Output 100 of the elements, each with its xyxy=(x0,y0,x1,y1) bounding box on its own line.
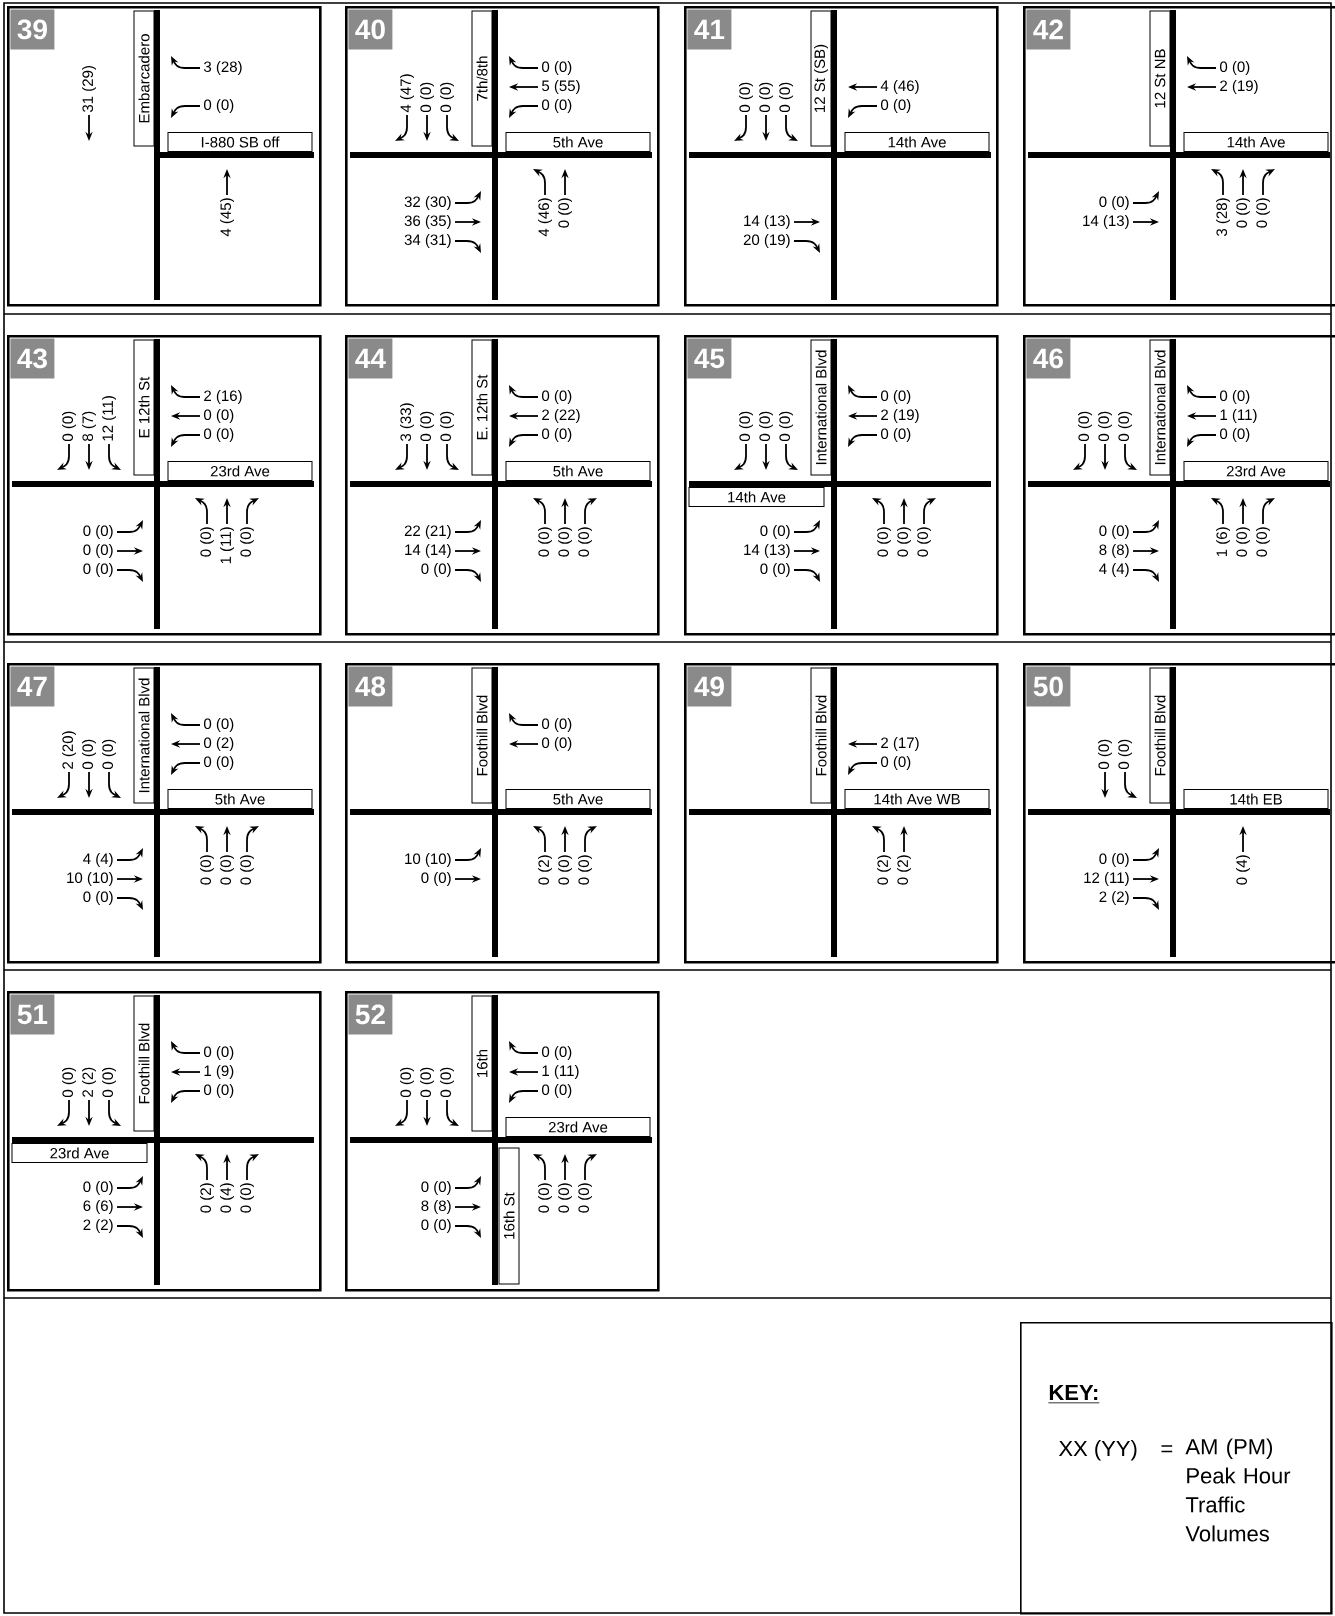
volume-label: 6 (6) xyxy=(83,1200,113,1214)
volume-label: 0 (0) xyxy=(760,525,790,539)
volume-label: 0 (0) xyxy=(1078,411,1092,441)
volume-label: 0 (0) xyxy=(542,61,572,75)
volume-label: 0 (0) xyxy=(420,82,434,112)
volume-label: 3 (28) xyxy=(1216,198,1230,237)
street-name-box: 14th Ave xyxy=(844,132,990,152)
volume-label: 12 (11) xyxy=(102,396,116,441)
volume-label: 0 (0) xyxy=(204,756,234,770)
volume-label: 0 (0) xyxy=(400,1067,414,1097)
volume-label: 0 (0) xyxy=(440,82,454,112)
volume-label: 0 (0) xyxy=(881,756,911,770)
volume-label: 2 (22) xyxy=(542,409,580,423)
number-badge: 39 xyxy=(10,9,55,50)
volume-label: 0 (0) xyxy=(82,739,96,769)
number-badge: 47 xyxy=(10,666,55,707)
volume-label: 4 (4) xyxy=(1099,563,1129,577)
street-name-box: Foothill Blvd xyxy=(810,667,832,804)
volume-label: 0 (0) xyxy=(62,1067,76,1097)
volume-label: 0 (0) xyxy=(739,411,753,441)
street-name-box: International Blvd xyxy=(133,667,155,804)
volume-label: 0 (0) xyxy=(204,1046,234,1060)
volume-label: 2 (19) xyxy=(881,409,919,423)
street-name-box: 23rd Ave xyxy=(11,1143,148,1163)
volume-label: 0 (2) xyxy=(204,737,234,751)
volume-label: 14 (13) xyxy=(744,544,790,558)
volume-label: 0 (0) xyxy=(83,1181,113,1195)
number-badge: 40 xyxy=(348,9,393,50)
volume-label: 12 (11) xyxy=(1084,872,1129,886)
volume-label: 0 (0) xyxy=(420,1067,434,1097)
street-name-box: I-880 SB off xyxy=(167,132,313,152)
volume-label: 0 (0) xyxy=(759,82,773,112)
number-badge: 48 xyxy=(348,666,393,707)
number-badge: 50 xyxy=(1026,666,1071,707)
street-name-box: Foothill Blvd xyxy=(471,667,493,804)
volume-label: 0 (0) xyxy=(200,527,214,557)
volume-label: 3 (28) xyxy=(203,61,242,75)
street-name-box: International Blvd xyxy=(1149,339,1171,476)
volume-label: 0 (0) xyxy=(1098,411,1112,441)
volume-label: 2 (17) xyxy=(881,737,919,751)
street-name-box: 14th Ave WB xyxy=(844,789,990,809)
volume-label: 1 (11) xyxy=(220,527,234,564)
volume-label: 10 (10) xyxy=(405,853,451,867)
volume-label: 0 (0) xyxy=(204,99,234,113)
volume-label: 0 (0) xyxy=(83,544,113,558)
volume-label: 0 (0) xyxy=(1098,739,1112,769)
volume-label: 0 (0) xyxy=(240,855,254,885)
volume-label: 0 (0) xyxy=(542,1046,572,1060)
volume-label: 0 (2) xyxy=(200,1183,214,1213)
volume-label: 0 (0) xyxy=(1099,525,1129,539)
key-symbol: XX (YY) xyxy=(1058,1440,1137,1461)
volume-label: 2 (2) xyxy=(83,1219,113,1233)
number-badge: 41 xyxy=(687,9,732,50)
volume-label: 0 (0) xyxy=(204,428,234,442)
number-badge: 46 xyxy=(1026,338,1071,379)
volume-label: 0 (0) xyxy=(440,411,454,441)
volume-label: 10 (10) xyxy=(67,872,113,886)
volume-label: 0 (2) xyxy=(897,855,911,885)
key-description: AM (PM) Peak Hour Traffic Volumes xyxy=(1185,1438,1291,1542)
volume-label: 0 (0) xyxy=(240,527,254,557)
volume-label: 0 (0) xyxy=(558,527,572,557)
street-name-box: 23rd Ave xyxy=(505,1117,651,1137)
number-badge: 49 xyxy=(687,666,732,707)
volume-label: 0 (0) xyxy=(420,411,434,441)
volume-label: 2 (20) xyxy=(62,731,76,769)
volume-label: 0 (0) xyxy=(542,428,572,442)
volume-label: 2 (2) xyxy=(1099,891,1129,905)
number-badge: 52 xyxy=(348,994,393,1035)
volume-label: 31 (29) xyxy=(82,66,96,113)
volume-label: 0 (0) xyxy=(760,563,790,577)
street-name-box: 5th Ave xyxy=(505,461,651,481)
volume-label: 0 (0) xyxy=(542,390,572,404)
volume-label: 0 (0) xyxy=(1118,411,1132,441)
volume-label: 0 (0) xyxy=(204,718,234,732)
street-name-box: Foothill Blvd xyxy=(1149,667,1171,804)
street-name-box: International Blvd xyxy=(810,339,832,476)
volume-label: 5 (55) xyxy=(542,80,580,94)
number-badge: 43 xyxy=(10,338,55,379)
volume-label: 1 (9) xyxy=(204,1065,234,1079)
volume-label: 0 (0) xyxy=(877,527,891,557)
volume-label: 0 (0) xyxy=(1220,390,1250,404)
volume-label: 0 (0) xyxy=(1220,428,1250,442)
volume-label: 0 (0) xyxy=(220,855,234,885)
street-name-box: 12 St (SB) xyxy=(810,10,832,147)
volume-label: 0 (0) xyxy=(204,1084,234,1098)
volume-label: 32 (30) xyxy=(404,196,451,210)
volume-label: 0 (0) xyxy=(421,872,451,886)
volume-label: 4 (47) xyxy=(400,74,414,113)
street-name-box: 7th/8th xyxy=(471,10,493,147)
volume-label: 0 (0) xyxy=(1099,853,1129,867)
volume-label: 0 (4) xyxy=(1236,855,1250,885)
key-heading: KEY: xyxy=(1048,1384,1100,1404)
street-name-box: 5th Ave xyxy=(505,132,651,152)
volume-label: 0 (0) xyxy=(542,99,572,113)
volume-label: 0 (0) xyxy=(881,99,911,113)
volume-label: 0 (0) xyxy=(558,198,572,228)
street-name-box: 12 St NB xyxy=(1149,10,1171,147)
volume-label: 8 (7) xyxy=(82,411,96,441)
volume-label: 0 (0) xyxy=(421,563,451,577)
volume-label: 22 (21) xyxy=(404,525,451,539)
